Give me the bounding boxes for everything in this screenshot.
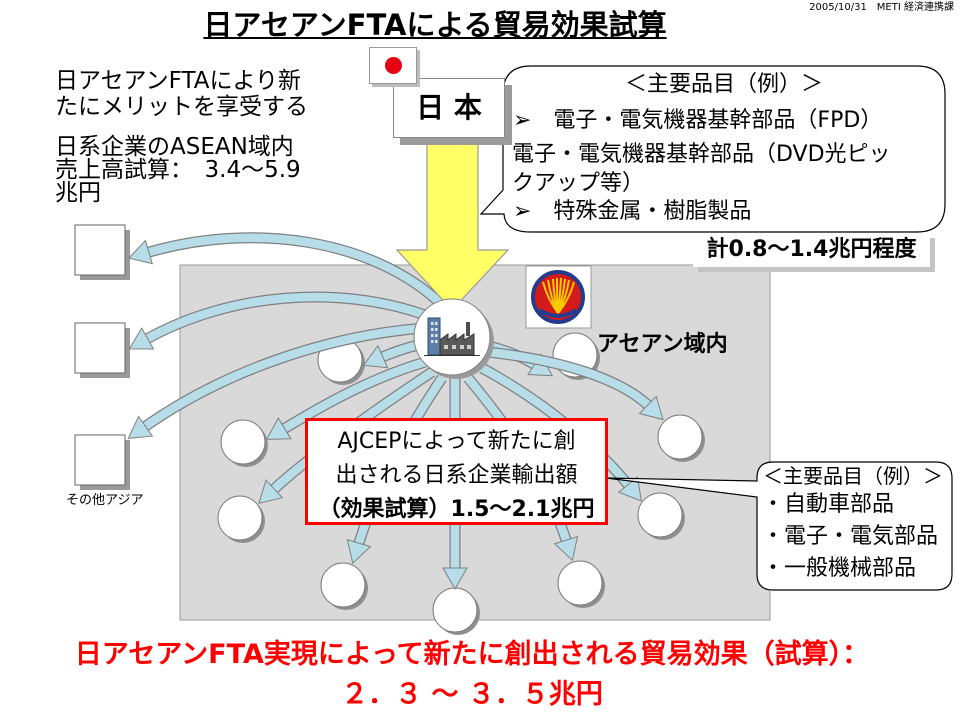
- asean-item-3: ・一般機械部品: [762, 556, 917, 581]
- export-arrow-other-asia-2: [128, 291, 427, 350]
- asean-site-circle-3: [220, 419, 268, 467]
- ajcep-line-2: 出される日系企業輸出額: [335, 463, 578, 488]
- other-asia-box-2: [74, 322, 130, 378]
- asean-site-circle-9: [432, 587, 480, 635]
- asean-item-1: ・自動車部品: [762, 492, 895, 517]
- japan-to-asean-arrow: [395, 139, 510, 311]
- conclusion-line-1: 日アセアンFTA実現によって新たに創出される貿易効果（試算）：: [74, 639, 870, 670]
- asean-site-circle-5: [217, 495, 265, 543]
- flag-sun-disc: [385, 57, 402, 74]
- export-arrow-other-asia-3: [127, 322, 426, 439]
- japan-item-line-3: クアップ等）: [512, 171, 645, 196]
- japan-item-line-4: ➢ 特殊金属・樹脂製品: [513, 199, 752, 224]
- asean-items-heading: ＜主要品目（例）＞: [763, 464, 943, 488]
- asean-item-2: ・電子・電気部品: [762, 524, 939, 549]
- asean-site-circle-7: [320, 562, 368, 610]
- japan-export-total: 計0.8～1.4兆円程度: [693, 233, 930, 267]
- ajcep-line-3: （効果試算）1.5～2.1兆円: [318, 497, 595, 522]
- asean-site-circle-8: [557, 560, 605, 608]
- japan-items-heading: ＜主要品目（例）＞: [624, 72, 823, 97]
- japan-flag-icon: [369, 47, 417, 84]
- sales-note-line-3: 兆円: [55, 180, 101, 206]
- factory-icon: [413, 298, 494, 379]
- asean-site-circle-6: [637, 492, 685, 540]
- asean-items-callout: [605, 461, 953, 591]
- other-asia-box-3: [74, 434, 130, 490]
- asean-site-circle-4: [657, 414, 705, 462]
- japan-box: 日 本: [393, 78, 505, 138]
- other-asia-label: その他アジア: [66, 493, 144, 508]
- asean-region-label: アセアン域内: [597, 332, 728, 357]
- ajcep-effect-box: AJCEPによって新たに創 出される日系企業輸出額 （効果試算）1.5～2.1兆…: [305, 418, 608, 525]
- merit-note-line-2: たにメリットを享受する: [55, 94, 308, 120]
- merit-note-line-1: 日アセアンFTAにより新: [55, 68, 301, 94]
- sales-note-line-2: 売上高試算： 3.4～5.9: [55, 157, 301, 183]
- export-arrow-other-asia-1: [127, 232, 444, 308]
- date-department: 2005/10/31 METI 経済連携課: [809, 2, 954, 13]
- other-asia-box-1: [74, 224, 130, 280]
- export-arrow-site-4: [487, 346, 664, 421]
- asean-logo-icon: [525, 265, 592, 329]
- japan-item-line-1: ➢ 電子・電気機器基幹部品（FPD）: [513, 108, 883, 133]
- slide-title: 日アセアンFTAによる貿易効果試算: [203, 8, 667, 42]
- conclusion-total: ２．３ ～ ３．５兆円: [341, 679, 603, 710]
- sales-note-line-1: 日系企業のASEAN域内: [55, 134, 294, 160]
- export-arrow-site-3: [265, 356, 427, 440]
- japan-item-line-2: 電子・電気機器基幹部品（DVD光ピッ: [512, 142, 891, 167]
- ajcep-line-1: AJCEPによって新たに創: [337, 429, 576, 454]
